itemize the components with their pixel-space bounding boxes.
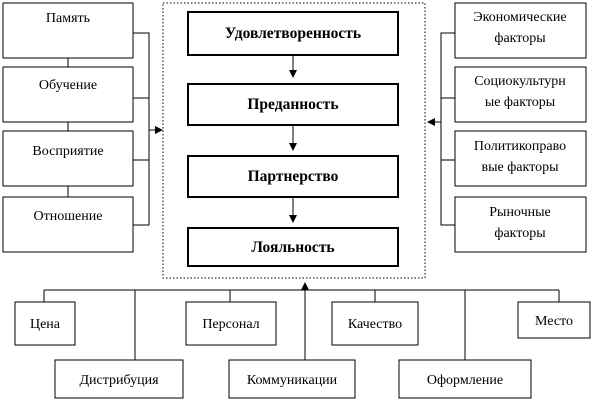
bottom-label-communications: Коммуникации [247,373,338,388]
right-factor-line2-economic: факторы [494,31,546,46]
bottom-label-place: Место [535,314,573,329]
bottom-label-design: Оформление [427,373,503,388]
bottom-box-place [517,301,591,339]
bottom-box-staff [185,301,277,346]
stage-arrow-head-2 [289,143,297,151]
left-factor-box-perception [2,130,134,187]
bottom-box-price [14,301,76,346]
stage-box-loyalty [187,227,399,267]
stage-label-loyalty: Лояльность [251,239,334,256]
left-factor-label-learning: Обучение [39,78,97,93]
right-factor-line1-economic: Экономические [473,10,566,25]
right-factors-group: Экономические факторы Социокультурн ые ф… [427,2,587,253]
left-factor-box-memory [2,2,134,59]
left-factor-box-attitude [2,196,134,253]
bottom-box-quality [331,301,419,346]
bottom-box-design [398,359,532,399]
right-factor-box-political-legal [454,130,587,187]
stage-arrow-head-1 [289,70,297,78]
left-factor-label-memory: Память [46,11,90,26]
bottom-label-price: Цена [30,317,61,332]
bottom-box-distribution [54,359,184,399]
right-factor-line1-sociocultural: Социокультурн [474,74,566,89]
left-arrow-head [155,126,163,134]
right-factor-line2-political-legal: вые факторы [482,160,560,175]
bottom-label-staff: Персонал [202,317,259,332]
right-factor-box-sociocultural [454,66,587,123]
left-factors-group: Память Обучение Восприятие Отношение [2,2,163,253]
bottom-box-communications [228,359,356,399]
left-bracket [133,32,150,226]
bottom-factors-group: Цена Персонал Качество Место Дистрибуция… [14,282,591,399]
right-factor-line1-market: Рыночные [489,205,550,220]
left-factor-label-attitude: Отношение [34,209,103,224]
bottom-drop-lines [43,290,560,360]
left-factor-box-learning [2,66,134,123]
stage-label-devotion: Преданность [247,96,338,113]
right-factor-line1-political-legal: Политикоправо [474,139,566,154]
center-stages-group: Удовлетворенность Преданность Партнерств… [162,2,426,279]
center-dotted-frame [162,2,426,279]
right-factor-line2-sociocultural: ые факторы [485,95,556,110]
right-factor-box-economic [454,2,587,59]
stage-box-satisfaction [187,11,399,56]
right-factor-line2-market: факторы [494,226,546,241]
bottom-arrow-head [301,282,309,290]
right-bracket [440,32,455,226]
bottom-label-quality: Качество [348,317,402,332]
left-factor-label-perception: Восприятие [32,144,103,159]
bottom-label-distribution: Дистрибуция [79,373,159,388]
right-arrow-head [427,118,435,126]
stage-box-devotion [187,83,399,126]
stage-label-satisfaction: Удовлетворенность [225,25,361,42]
stage-arrow-head-3 [289,215,297,223]
stage-label-partnership: Партнерство [248,168,339,185]
